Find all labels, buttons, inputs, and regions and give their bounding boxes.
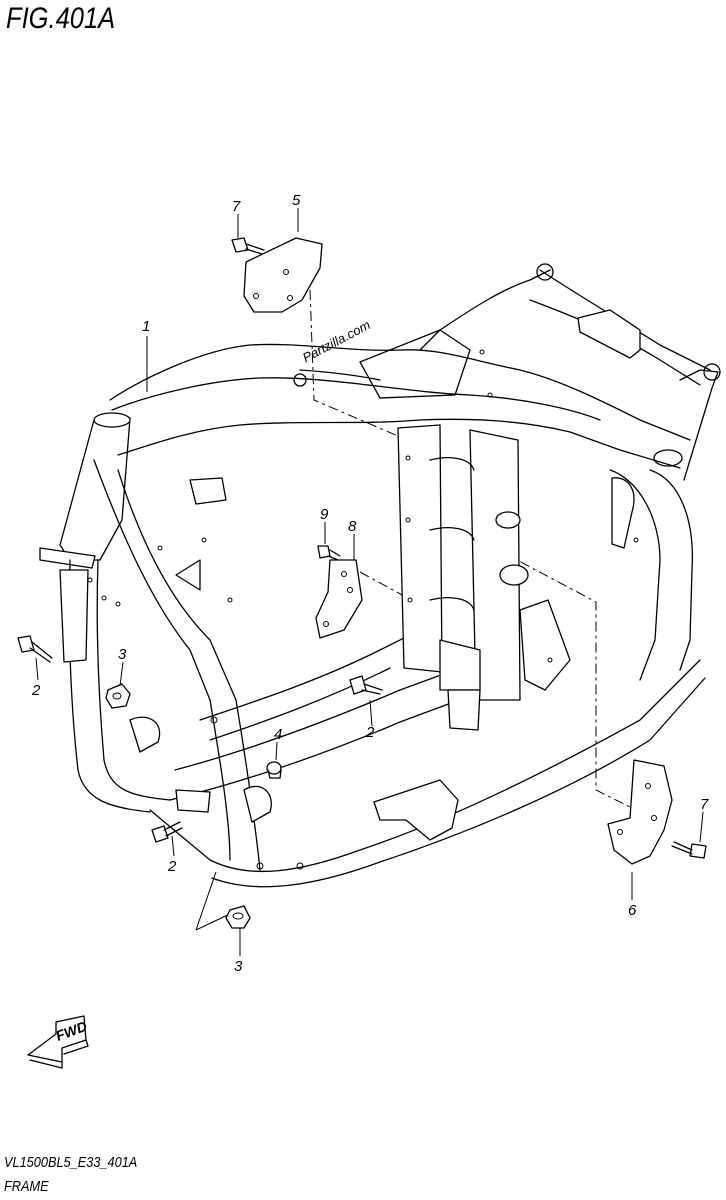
callout-8: 8 (348, 518, 357, 535)
bracket-6 (607, 759, 673, 865)
nut-3-upper (105, 683, 131, 709)
figure-caption: FRAME (4, 1178, 49, 1195)
callout-2-center: 2 (366, 724, 375, 741)
plug-4 (266, 761, 282, 779)
dashed-lines (309, 289, 641, 813)
figure-code: VL1500BL5_E33_401A (4, 1154, 138, 1171)
leader-lines (35, 208, 704, 956)
bolt-2-left (17, 635, 53, 663)
bracket-8 (315, 559, 363, 639)
bolt-2-lower (151, 821, 183, 843)
callout-3-lower: 3 (234, 958, 243, 975)
bolt-7-top (231, 237, 265, 255)
callout-2-lower: 2 (168, 858, 177, 875)
figure-title: FIG.401A (6, 2, 116, 35)
callout-2-left: 2 (32, 682, 41, 699)
bolt-7-right (671, 841, 707, 859)
callout-7-right: 7 (700, 796, 709, 813)
callout-5: 5 (292, 192, 301, 209)
callout-9: 9 (320, 506, 329, 523)
nut-3-lower (225, 905, 251, 929)
callout-1: 1 (142, 318, 151, 335)
callout-3-upper: 3 (118, 646, 127, 663)
bolt-2-center (349, 675, 383, 695)
bolt-9 (317, 545, 341, 561)
callout-4: 4 (274, 726, 283, 743)
callout-7-top: 7 (232, 198, 241, 215)
fwd-arrow-icon: FWD (27, 1015, 89, 1069)
bracket-5 (243, 237, 323, 313)
callout-6: 6 (628, 902, 637, 919)
main-frame (39, 263, 721, 888)
